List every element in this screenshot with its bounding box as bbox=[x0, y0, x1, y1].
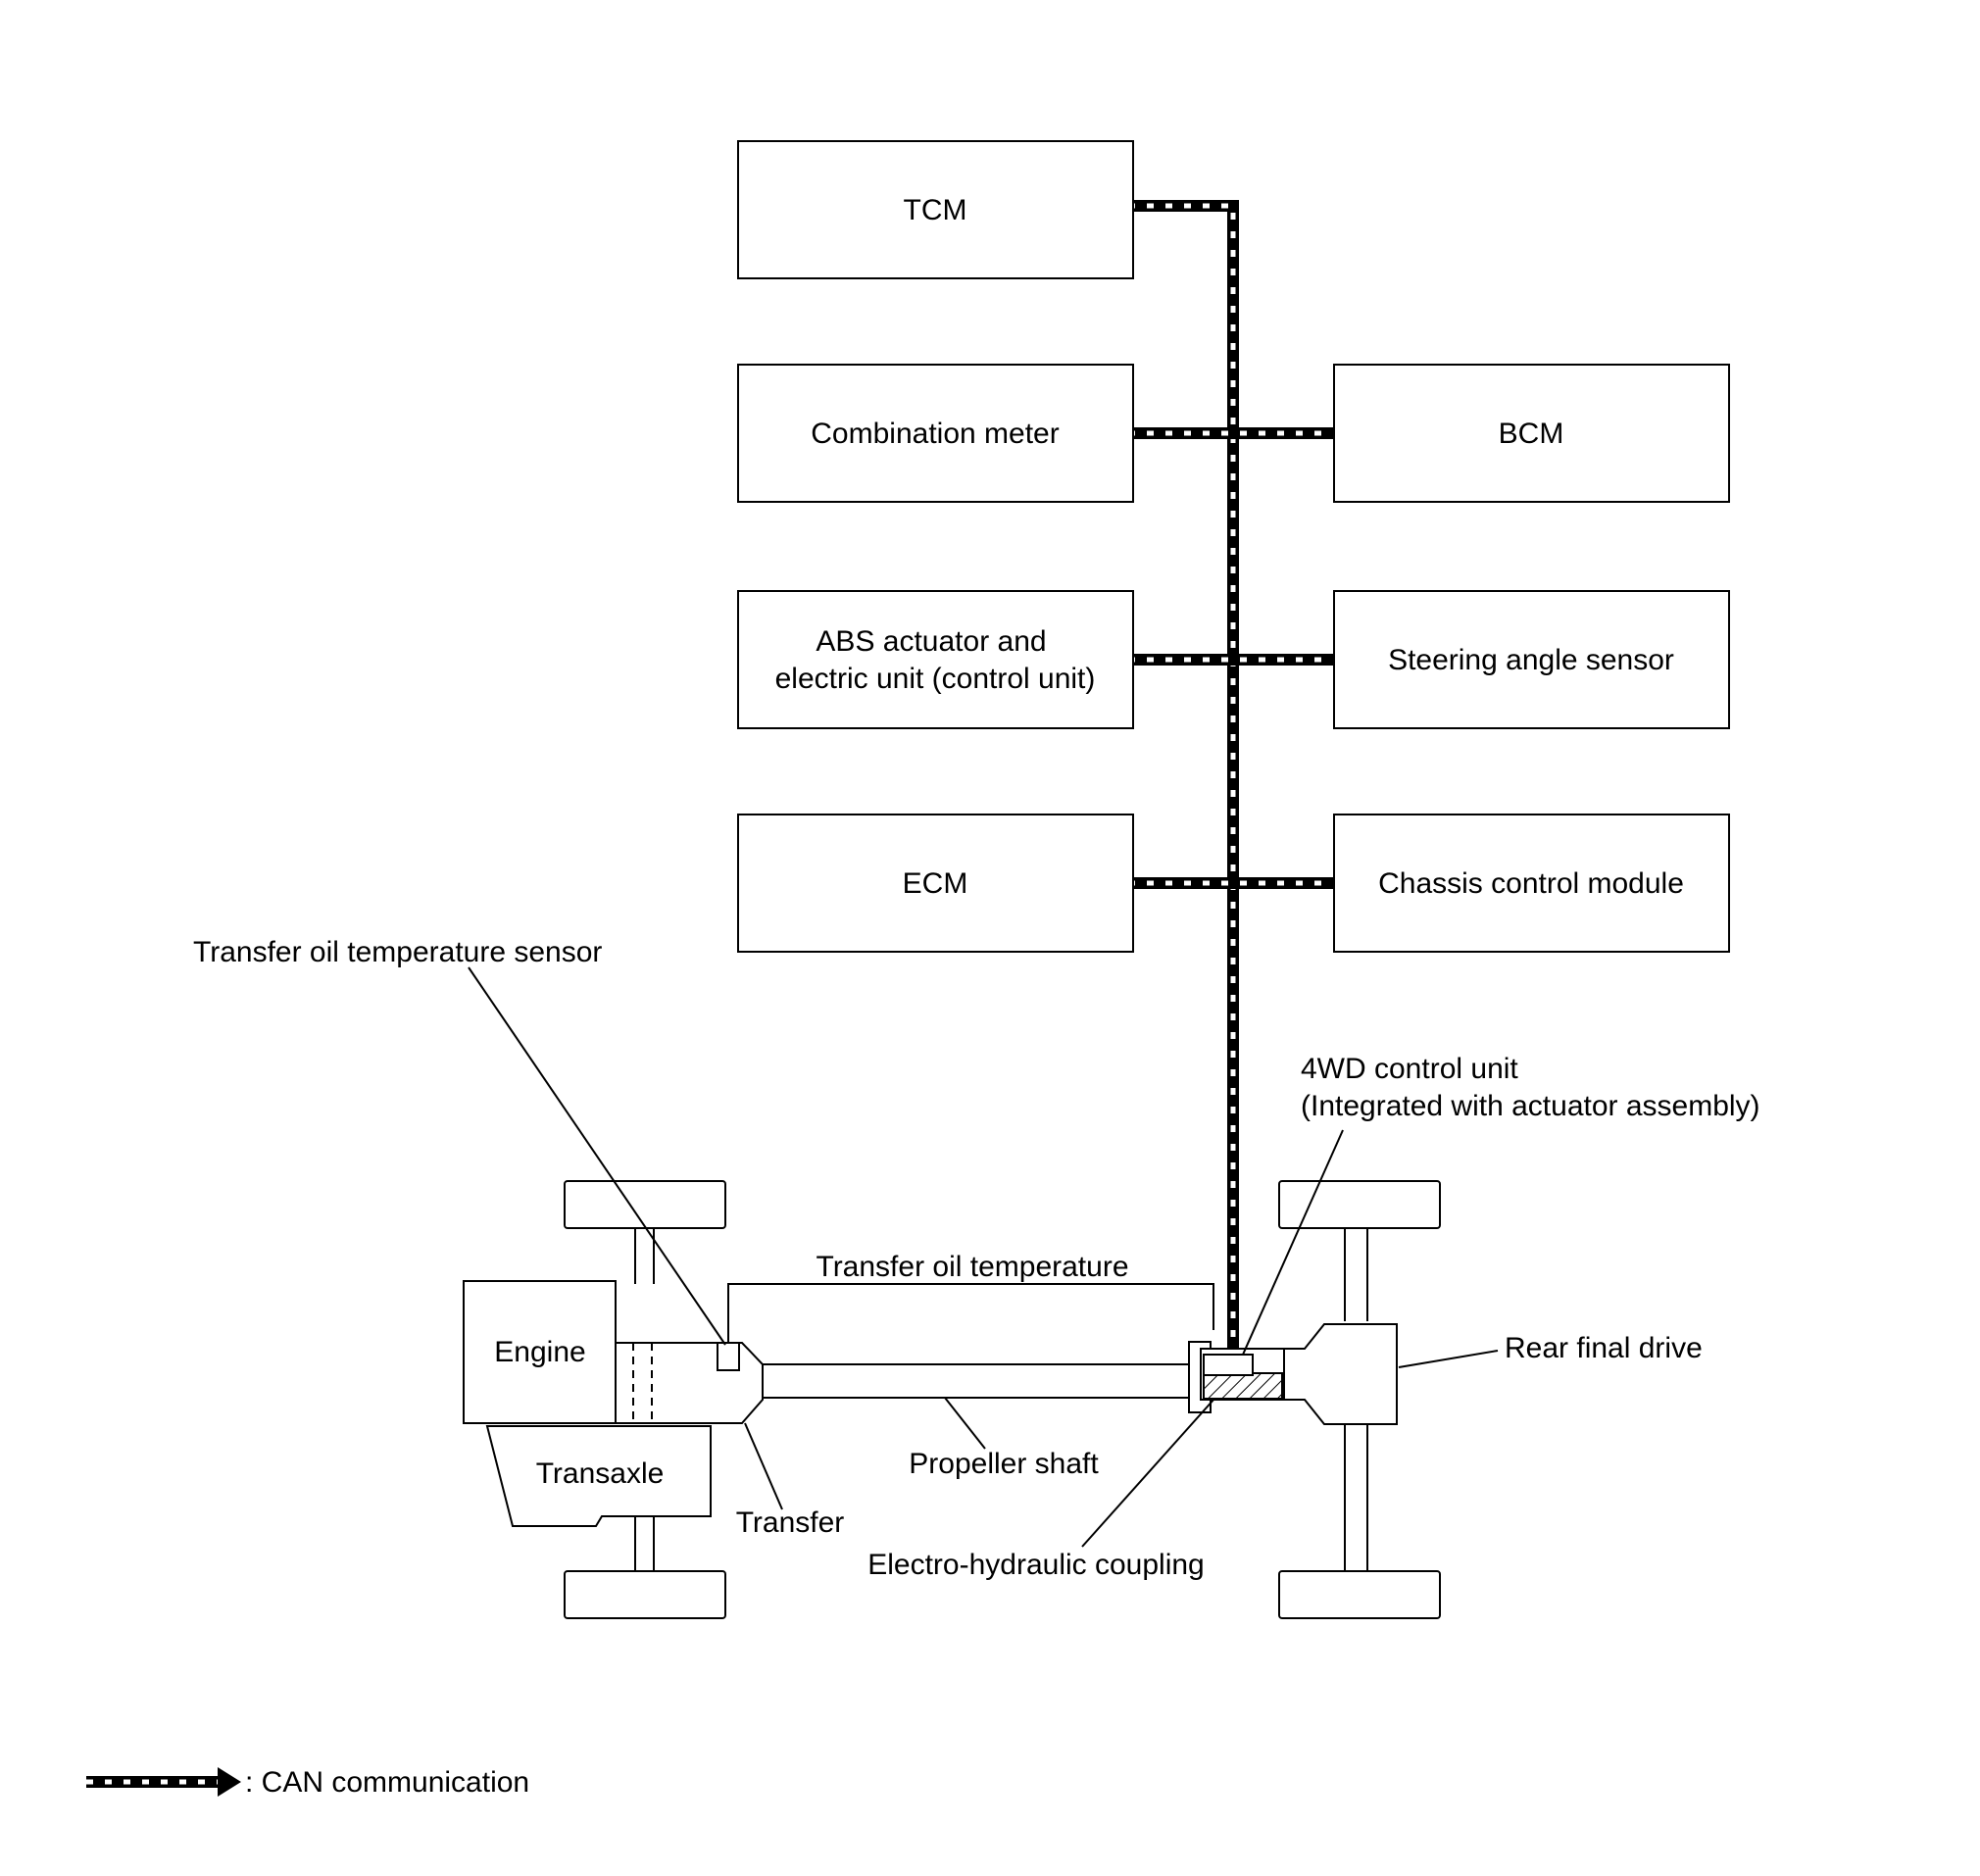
propeller-shaft-label: Propeller shaft bbox=[909, 1448, 1099, 1480]
electro-hydraulic-coupling-label: Electro-hydraulic coupling bbox=[867, 1549, 1205, 1581]
transfer-label: Transfer bbox=[736, 1506, 845, 1539]
transfer-oil-temperature-sensor-label: Transfer oil temperature sensor bbox=[193, 936, 602, 968]
leader-lines bbox=[468, 966, 1499, 1548]
module-tcm-label: TCM bbox=[904, 194, 967, 226]
can-communication-legend-arrow bbox=[86, 1767, 241, 1797]
rear-axle bbox=[1278, 1180, 1441, 1619]
can-communication-legend-label: : CAN communication bbox=[245, 1766, 529, 1799]
module-abs: ABS actuator and electric unit (control … bbox=[737, 590, 1134, 729]
rear-final-drive bbox=[1283, 1323, 1398, 1425]
rear-right-wheel bbox=[1278, 1570, 1441, 1619]
transfer bbox=[615, 1342, 764, 1424]
module-steering-angle-sensor-label: Steering angle sensor bbox=[1388, 644, 1674, 676]
module-chassis-control-label: Chassis control module bbox=[1378, 867, 1684, 900]
transaxle-label: Transaxle bbox=[536, 1457, 665, 1490]
can-bus bbox=[1128, 200, 1334, 1353]
module-ecm-label: ECM bbox=[903, 867, 968, 900]
module-tcm: TCM bbox=[737, 140, 1134, 279]
module-abs-label-line2: electric unit (control unit) bbox=[775, 663, 1096, 695]
module-combination-meter: Combination meter bbox=[737, 364, 1134, 503]
module-combination-meter-label: Combination meter bbox=[811, 418, 1059, 450]
rear-final-drive-label: Rear final drive bbox=[1505, 1332, 1703, 1364]
module-abs-label-line1: ABS actuator and bbox=[816, 625, 1046, 658]
engine: Engine bbox=[463, 1280, 617, 1424]
transfer-oil-temperature-label: Transfer oil temperature bbox=[816, 1251, 1128, 1283]
rear-left-wheel bbox=[1278, 1180, 1441, 1229]
transaxle: Transaxle bbox=[485, 1425, 712, 1527]
fourwd-control-unit-label-line1: 4WD control unit bbox=[1301, 1053, 1518, 1085]
fourwd-control-unit bbox=[1203, 1354, 1254, 1376]
transfer-oil-temperature-sensor bbox=[717, 1342, 740, 1371]
front-right-wheel bbox=[564, 1570, 726, 1619]
module-bcm-label: BCM bbox=[1499, 418, 1564, 450]
module-steering-angle-sensor: Steering angle sensor bbox=[1333, 590, 1730, 729]
propeller-shaft bbox=[762, 1363, 1190, 1399]
legend: : CAN communication bbox=[86, 1766, 529, 1799]
module-bcm: BCM bbox=[1333, 364, 1730, 503]
module-ecm: ECM bbox=[737, 814, 1134, 953]
engine-label: Engine bbox=[494, 1336, 585, 1368]
electro-hydraulic-coupling bbox=[1188, 1341, 1285, 1413]
fourwd-control-unit-label-line2: (Integrated with actuator assembly) bbox=[1301, 1090, 1760, 1122]
front-left-wheel bbox=[564, 1180, 726, 1229]
transfer-oil-temperature-wire bbox=[727, 1283, 1214, 1343]
module-chassis-control: Chassis control module bbox=[1333, 814, 1730, 953]
